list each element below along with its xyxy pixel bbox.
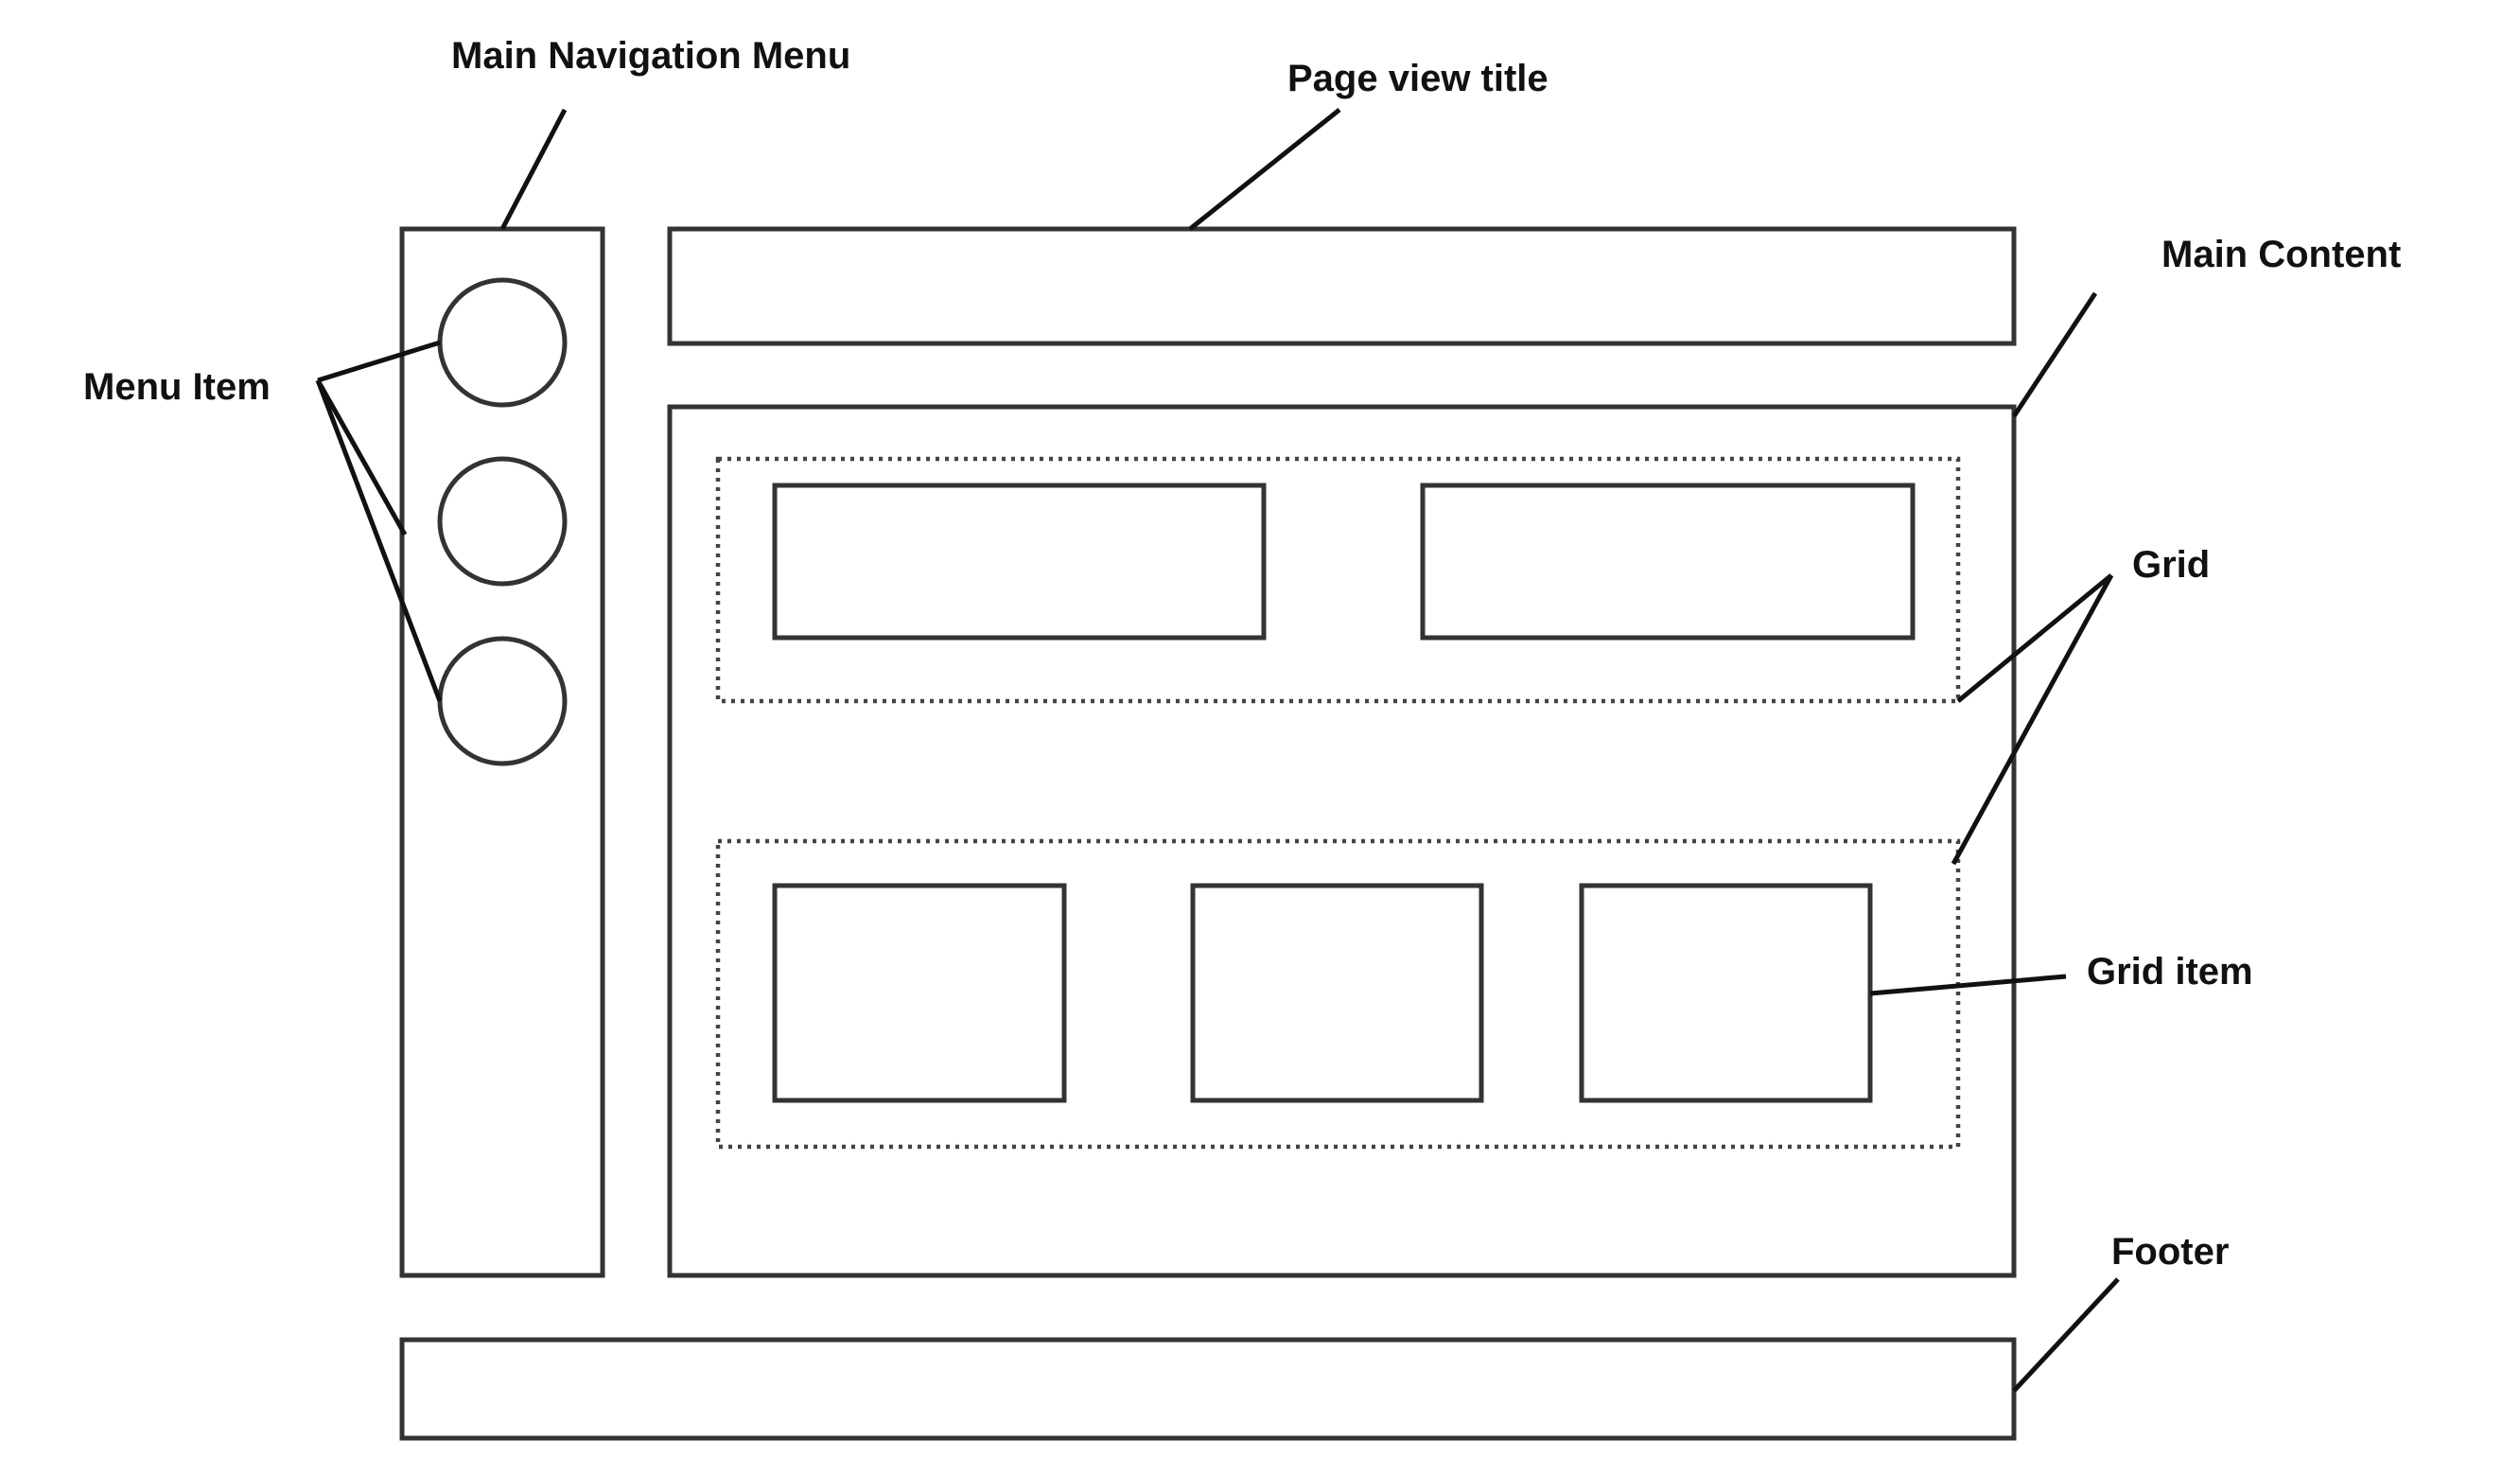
- label-grid: Grid: [2132, 544, 2210, 586]
- grid-2: [715, 838, 1961, 1150]
- grid-1: [715, 456, 1961, 704]
- label-footer: Footer: [2111, 1231, 2229, 1273]
- menu-item-circle-3: [437, 636, 568, 766]
- menu-item-circle-2: [437, 456, 568, 587]
- leader-grid-1: [1956, 573, 2113, 703]
- leader-menu-item-1: [317, 340, 441, 383]
- leader-footer: [2012, 1277, 2120, 1393]
- grid-item-1-2: [1420, 483, 1916, 641]
- label-grid-item: Grid item: [2087, 951, 2253, 993]
- menu-item-circle-1: [437, 277, 568, 408]
- label-main-content: Main Content: [2161, 234, 2401, 275]
- footer-box: [399, 1337, 2017, 1441]
- leader-menu-item-2: [315, 378, 408, 536]
- grid-item-1-1: [772, 483, 1267, 641]
- leader-main-navigation-menu: [499, 108, 568, 231]
- label-page-view-title: Page view title: [1287, 58, 1549, 99]
- leader-menu-item-3: [315, 379, 443, 702]
- grid-item-2-1: [772, 883, 1067, 1103]
- leader-main-content: [2011, 291, 2098, 418]
- main-content-box: [667, 404, 2017, 1278]
- grid-item-2-2: [1190, 883, 1484, 1103]
- leader-grid-2: [1951, 573, 2114, 866]
- main-navigation-menu-box: [399, 226, 605, 1278]
- label-main-navigation-menu: Main Navigation Menu: [451, 35, 850, 77]
- leader-grid-item: [1869, 974, 2067, 996]
- grid-item-2-3: [1579, 883, 1873, 1103]
- leader-page-view-title: [1188, 108, 1341, 231]
- page-view-title-box: [667, 226, 2017, 346]
- label-menu-item: Menu Item: [83, 366, 271, 408]
